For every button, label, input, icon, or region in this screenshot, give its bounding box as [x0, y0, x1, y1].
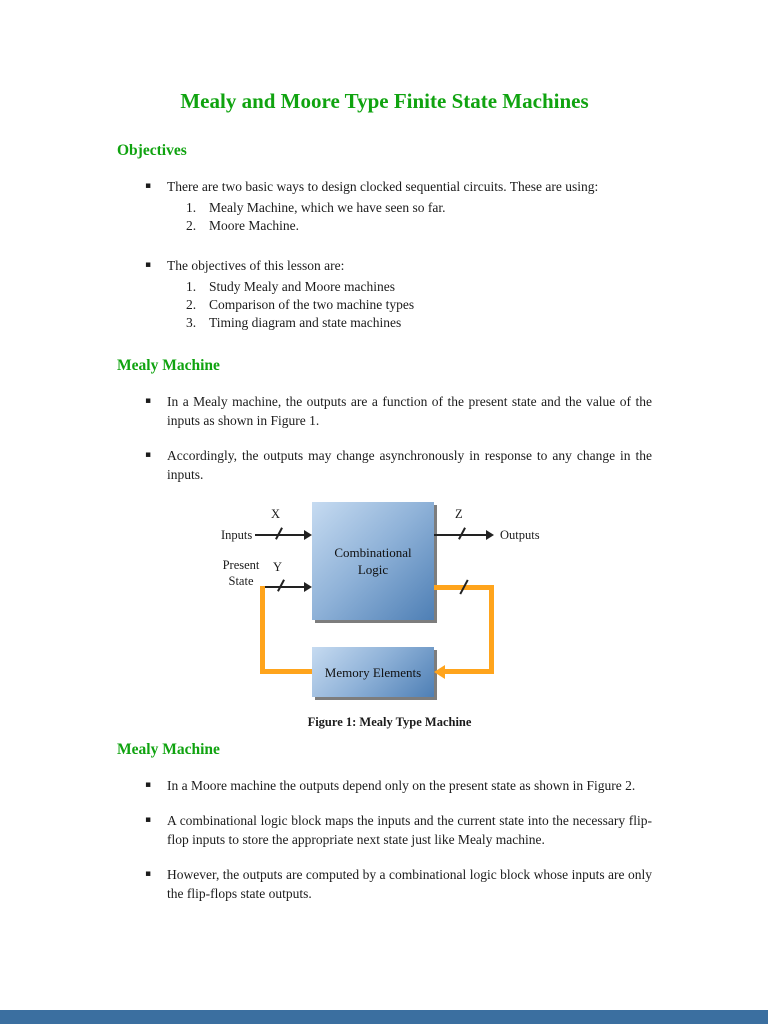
bullet-square-icon: ▪ — [145, 396, 152, 406]
input-line — [255, 534, 305, 536]
output-arrowhead-icon — [486, 530, 494, 540]
document-content: Mealy and Moore Type Finite State Machin… — [117, 89, 652, 903]
section-heading-objectives: Objectives — [117, 142, 187, 159]
feedback-line-right — [489, 585, 494, 674]
bullet-item: ▪ In a Moore machine the outputs depend … — [145, 776, 652, 795]
input-arrowhead-icon — [304, 530, 312, 540]
bullet-text: The objectives of this lesson are: — [167, 258, 345, 273]
bullet-item: ▪ In a Mealy machine, the outputs are a … — [145, 392, 652, 430]
numbered-item: 2. Moore Machine. — [186, 217, 652, 235]
present-state-line — [260, 586, 304, 588]
numbered-item: 1. Study Mealy and Moore machines — [186, 278, 652, 296]
page-title: Mealy and Moore Type Finite State Machin… — [180, 89, 589, 113]
bullet-text: A combinational logic block maps the inp… — [167, 813, 652, 847]
bullet-square-icon: ▪ — [145, 260, 152, 270]
bullet-item: ▪ The objectives of this lesson are: — [145, 256, 652, 275]
item-text: Comparison of the two machine types — [209, 297, 415, 312]
feedback-line-left — [260, 586, 265, 674]
item-text: Moore Machine. — [209, 218, 299, 233]
item-number: 2. — [186, 218, 197, 233]
memory-input-arrowhead-icon — [434, 665, 445, 679]
memory-elements-box: Memory Elements — [312, 647, 434, 697]
bullet-item: ▪ Accordingly, the outputs may change as… — [145, 446, 652, 484]
item-number: 3. — [186, 315, 197, 330]
bullet-text: There are two basic ways to design clock… — [167, 179, 599, 194]
outputs-label: Outputs — [500, 528, 540, 542]
inputs-label: Inputs — [221, 528, 253, 542]
section-heading-mealy-machine: Mealy Machine — [117, 357, 220, 374]
present-state-arrowhead-icon — [304, 582, 312, 592]
figure-1: Combinational Logic Memory Elements Inpu… — [217, 500, 562, 730]
numbered-list: 1. Study Mealy and Moore machines 2. Com… — [186, 278, 652, 332]
section-heading-moore-machine: Mealy Machine — [117, 741, 220, 758]
mealy-machine-diagram: Combinational Logic Memory Elements Inpu… — [217, 500, 562, 705]
x-bus-label: X — [271, 507, 281, 521]
bullet-item: ▪ A combinational logic block maps the i… — [145, 811, 652, 849]
numbered-item: 1. Mealy Machine, which we have seen so … — [186, 199, 652, 217]
item-text: Timing diagram and state machines — [209, 315, 402, 330]
feedback-line-into-memory — [444, 669, 494, 674]
bullet-text: In a Moore machine the outputs depend on… — [167, 778, 636, 793]
bullet-item: ▪ However, the outputs are computed by a… — [145, 865, 652, 903]
figure-caption: Figure 1: Mealy Type Machine — [307, 715, 472, 729]
z-bus-label: Z — [455, 507, 463, 521]
numbered-item: 2. Comparison of the two machine types — [186, 296, 652, 314]
combinational-logic-box: Combinational Logic — [312, 502, 434, 620]
present-state-label: Present State — [222, 558, 260, 588]
bullet-text: However, the outputs are computed by a c… — [167, 867, 652, 901]
numbered-list: 1. Mealy Machine, which we have seen so … — [186, 199, 652, 235]
bullet-text: In a Mealy machine, the outputs are a fu… — [167, 394, 652, 428]
bullet-square-icon: ▪ — [145, 869, 152, 879]
bullet-item: ▪ There are two basic ways to design clo… — [145, 177, 652, 196]
numbered-item: 3. Timing diagram and state machines — [186, 314, 652, 332]
y-bus-label: Y — [273, 560, 283, 574]
page-footer-bar — [0, 1010, 768, 1024]
item-text: Study Mealy and Moore machines — [209, 279, 395, 294]
memory-output-line — [260, 669, 312, 674]
bullet-square-icon: ▪ — [145, 815, 152, 825]
item-number: 2. — [186, 297, 197, 312]
item-number: 1. — [186, 279, 197, 294]
bullet-square-icon: ▪ — [145, 780, 152, 790]
bullet-text: Accordingly, the outputs may change asyn… — [167, 448, 652, 482]
bullet-square-icon: ▪ — [145, 181, 152, 191]
bullet-square-icon: ▪ — [145, 450, 152, 460]
item-number: 1. — [186, 200, 197, 215]
item-text: Mealy Machine, which we have seen so far… — [209, 200, 446, 215]
